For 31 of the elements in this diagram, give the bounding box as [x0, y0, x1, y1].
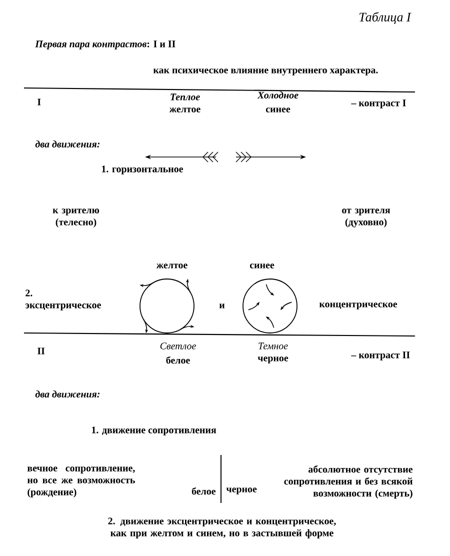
colour-name: черное — [226, 488, 257, 494]
contrast-label: – контраст II — [351, 352, 410, 360]
contrast-term: Холодное — [257, 91, 298, 98]
description-text: вечное сопротивление, но все же возможность (рождение) — [27, 466, 135, 498]
conjunction: и — [219, 304, 225, 308]
movement-label: 2. эксцентрическое — [25, 290, 101, 310]
direction-label: к зрителю (телесно) — [52, 208, 100, 228]
table-title: Таблица I — [359, 12, 412, 24]
colour-name: белое — [192, 487, 216, 495]
section-heading: два движения: — [35, 390, 100, 398]
colour-name: синее — [266, 108, 290, 112]
direction-label: от зрителя (духовно) — [342, 208, 390, 228]
colour-name: желтое — [156, 264, 188, 268]
movement-label: 1. движение сопротивления — [92, 426, 216, 436]
row-numeral: I — [38, 98, 41, 106]
description-text: абсолютное отсутствие сопротивления и без всякой возможности (смерть) — [284, 465, 413, 499]
heading: Первая пара контрастов: I и II — [35, 40, 176, 50]
contrast-label: – контраст I — [351, 100, 406, 108]
movement-label: 1. горизонтальное — [102, 166, 184, 174]
movement-label: концентрическое — [319, 302, 398, 310]
colour-name: черное — [258, 356, 288, 364]
colour-name: синее — [250, 264, 274, 268]
colour-name: белое — [166, 356, 190, 364]
section-heading: два движения: — [35, 140, 100, 148]
row-numeral: II — [38, 348, 45, 354]
movement-label: 2. движение эксцентрическое и концентрическое, как при желтом и синем, но в застывшей форме — [108, 518, 336, 538]
colour-name: желтое — [169, 108, 200, 112]
contrast-term: Теплое — [170, 94, 200, 100]
contrast-term: Светлое — [160, 342, 196, 350]
contrast-term: Темное — [258, 342, 288, 350]
subheading: как психическое влияние внутреннего характера. — [153, 68, 378, 76]
